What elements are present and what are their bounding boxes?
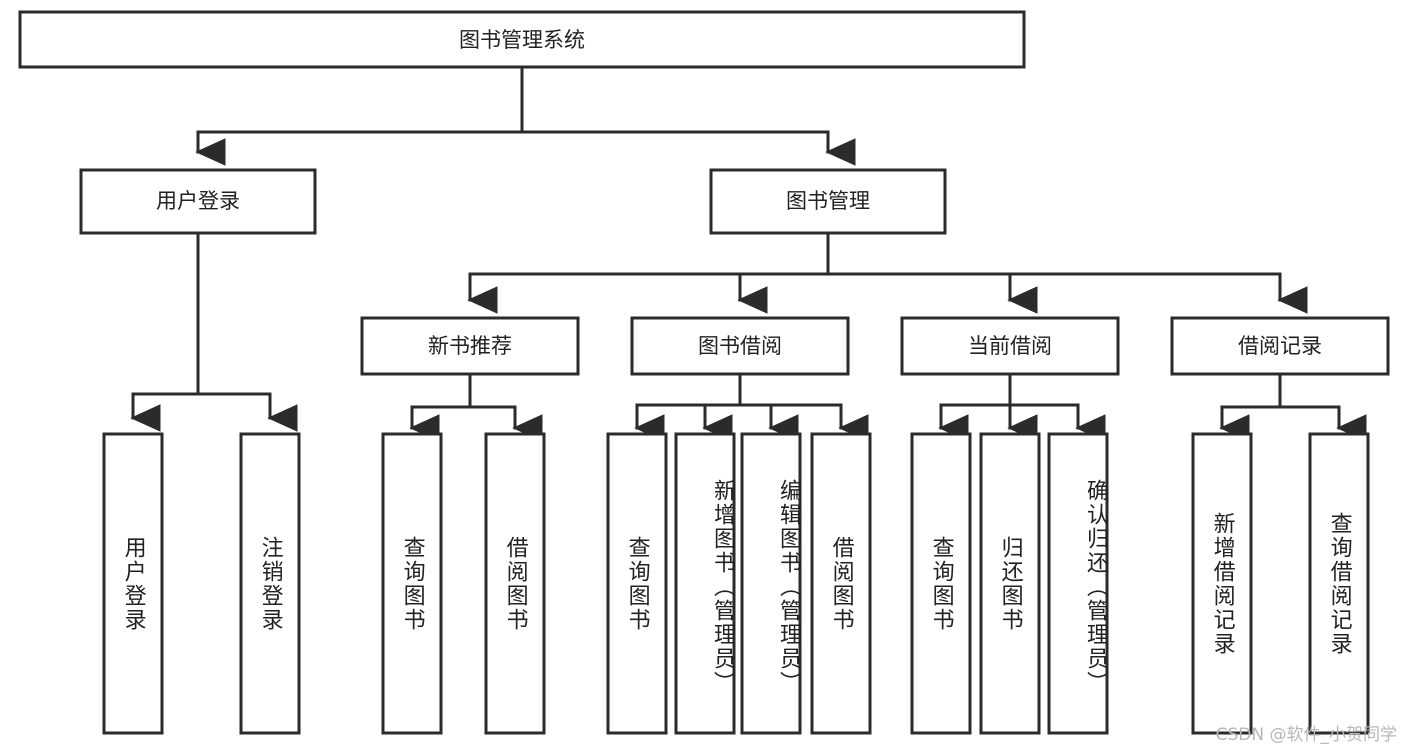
leaf-box-borrow-record-0[interactable] [1191,432,1253,735]
leaf-box-new-book-1[interactable] [484,432,546,735]
root-node-label: 图书管理系统 [459,28,585,52]
node-label-book-management: 图书管理 [786,189,870,213]
node-box-book-borrow[interactable]: 图书借阅 [630,316,850,376]
leaf-box-current-borrow-1[interactable] [979,432,1041,735]
node-label-user-login: 用户登录 [156,189,240,213]
leaf-box-book-borrow-2[interactable] [740,432,802,735]
csdn-watermark: CSDN @软件_小贺同学 [1215,725,1397,745]
root-node-box[interactable]: 图书管理系统 [18,10,1026,69]
leaf-box-new-book-0[interactable] [381,432,443,735]
node-label-current-borrow: 当前借阅 [968,334,1052,358]
node-label-new-book-recommend: 新书推荐 [428,334,512,358]
leaf-box-book-borrow-0[interactable] [606,432,668,735]
leaf-box-user-login-1[interactable] [239,432,301,735]
leaf-box-current-borrow-2[interactable] [1047,432,1109,735]
leaf-box-borrow-record-1[interactable] [1308,432,1370,735]
leaf-box-current-borrow-0[interactable] [910,432,972,735]
node-box-current-borrow[interactable]: 当前借阅 [900,316,1120,376]
node-label-borrow-record: 借阅记录 [1238,334,1322,358]
node-box-user-login[interactable]: 用户登录 [79,168,317,235]
leaf-box-user-login-0[interactable] [102,432,164,735]
node-box-new-book-recommend[interactable]: 新书推荐 [360,316,580,376]
leaf-box-book-borrow-1[interactable] [674,432,736,735]
node-label-book-borrow: 图书借阅 [698,334,782,358]
leaf-box-book-borrow-3[interactable] [810,432,872,735]
node-box-book-management[interactable]: 图书管理 [709,168,947,235]
node-box-borrow-record[interactable]: 借阅记录 [1170,316,1390,376]
